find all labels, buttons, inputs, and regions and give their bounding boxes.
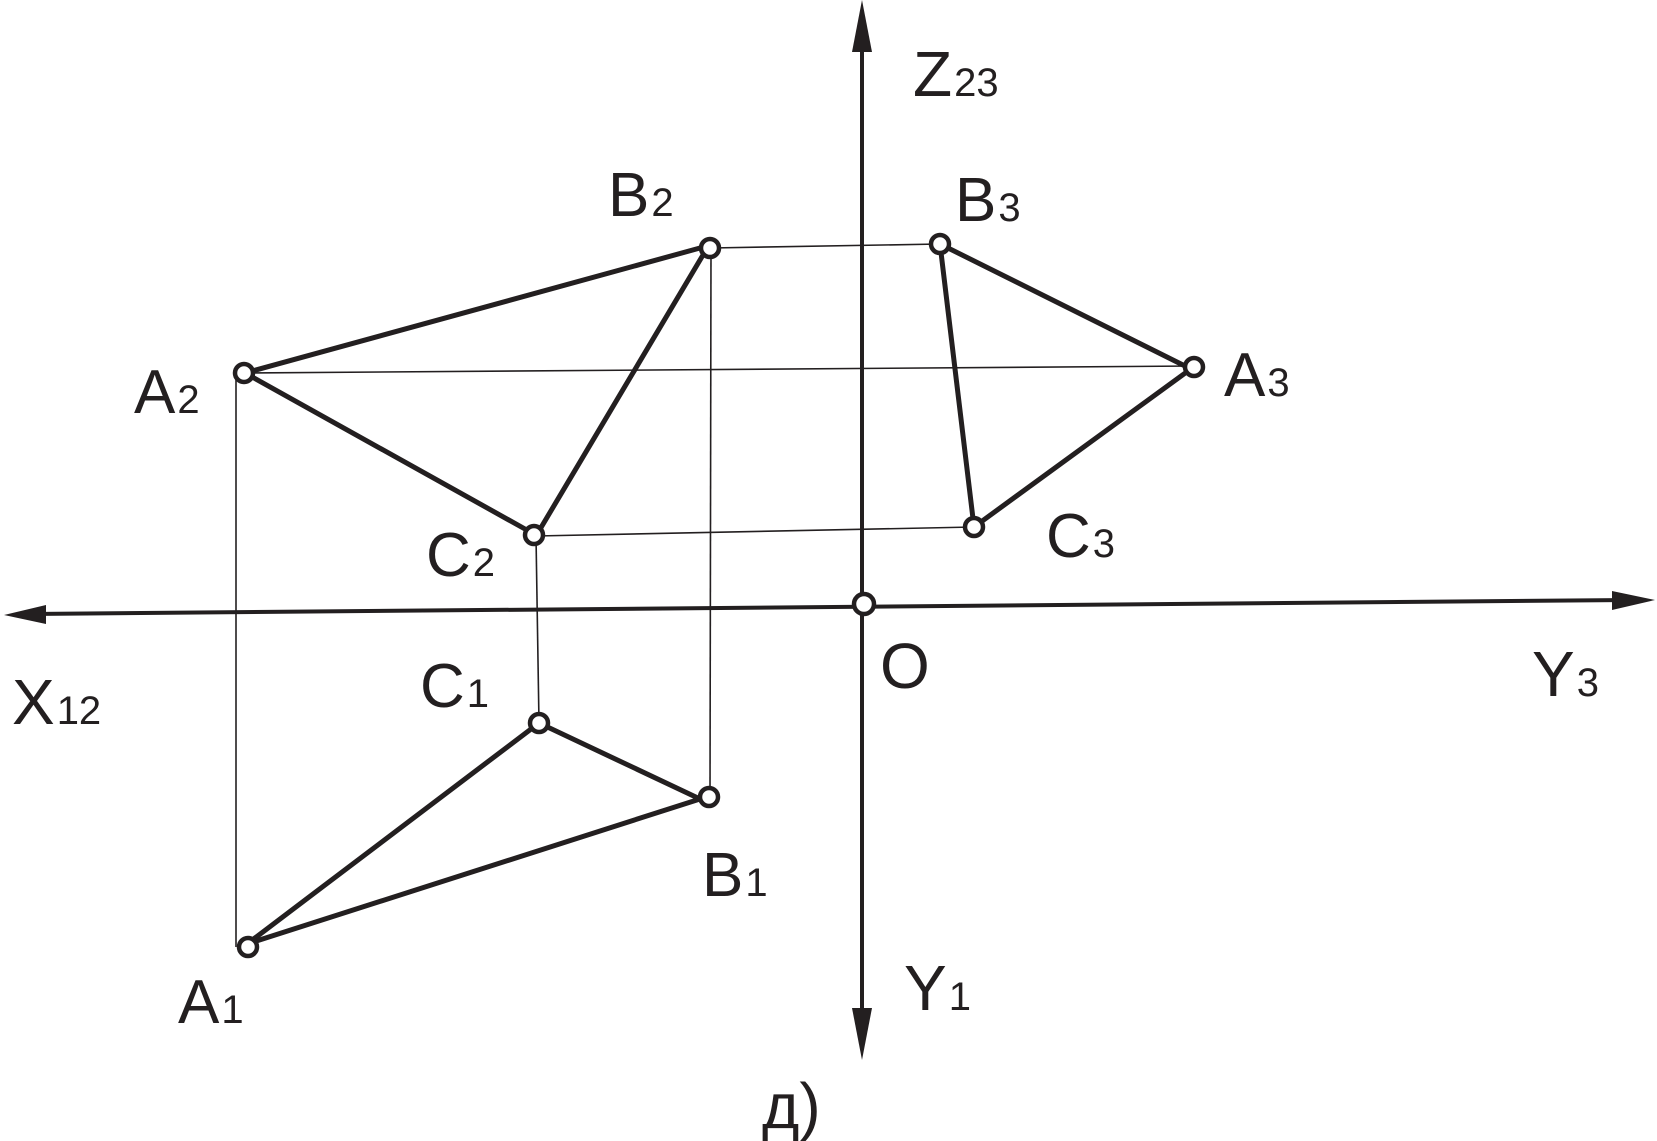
- triangle-frontal-projection: [242, 245, 706, 539]
- edge-a1-b1: [244, 796, 703, 947]
- point-b1-marker: [697, 785, 721, 809]
- axis-label-y3: Y3: [1532, 638, 1599, 710]
- axis-labels: X12 Z23 Y1 Y3 O: [12, 38, 1599, 1024]
- projection-line-a2-a3: [244, 365, 1196, 374]
- label-a2: A2: [134, 358, 200, 427]
- edge-a2-c2: [242, 370, 528, 532]
- label-c2: C2: [426, 521, 495, 590]
- label-b3: B3: [955, 166, 1021, 235]
- origin-label: O: [880, 630, 930, 702]
- label-c1: C1: [420, 652, 489, 721]
- point-c2-marker: [522, 523, 546, 547]
- projection-line-c2-c3: [535, 526, 975, 537]
- edge-a3-c3: [971, 368, 1191, 530]
- point-a3-marker: [1182, 355, 1206, 379]
- axis-label-z23: Z23: [913, 38, 999, 110]
- triangle-horizontal-projection: [244, 720, 703, 947]
- point-b2-marker: [698, 236, 722, 260]
- y3-axis-arrow: [1612, 591, 1655, 610]
- label-b2: B2: [608, 161, 674, 230]
- projection-line-c1-c2: [535, 535, 540, 724]
- z-axis-arrow: [852, 0, 872, 52]
- edge-b2-c2: [533, 252, 706, 539]
- edge-c1-b1: [536, 720, 703, 802]
- point-a2-marker: [232, 361, 256, 385]
- y1-axis-arrow: [852, 1008, 872, 1060]
- axis-label-x12: X12: [12, 666, 101, 738]
- x-y3-axis-line: [29, 598, 1631, 616]
- point-c1-marker: [527, 711, 551, 735]
- edge-a2-b2: [242, 245, 703, 376]
- projection-line-b2-b3: [710, 243, 941, 249]
- edge-b3-a3: [937, 241, 1188, 369]
- projection-line-b1-b2: [709, 247, 712, 798]
- x-axis-arrow: [4, 605, 46, 624]
- point-c3-marker: [962, 515, 986, 539]
- point-markers: [232, 232, 1206, 959]
- figure-caption: д): [762, 1070, 821, 1141]
- label-a3: A3: [1224, 341, 1290, 410]
- projection-lines: [235, 243, 1196, 947]
- origin-marker: [851, 591, 877, 617]
- axis-label-y1: Y1: [904, 952, 971, 1024]
- point-labels: A1 B1 C1 A2 B2 C2 A3 B3 C3: [134, 161, 1290, 1037]
- label-a1: A1: [178, 968, 244, 1037]
- triangle-profile-projection: [937, 241, 1191, 530]
- label-b1: B1: [702, 841, 768, 910]
- coordinate-axes: [4, 0, 1655, 1060]
- edge-a1-c1: [244, 720, 542, 947]
- point-a1-marker: [236, 935, 260, 959]
- point-b3-marker: [928, 232, 952, 256]
- edge-b3-c3: [937, 241, 977, 530]
- label-c3: C3: [1046, 502, 1115, 571]
